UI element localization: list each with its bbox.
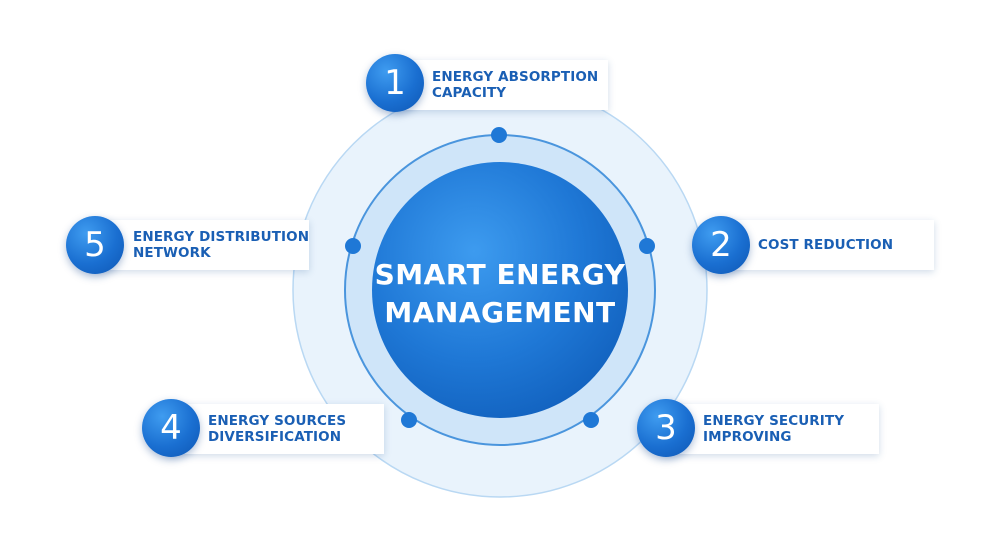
center-title-line2: MANAGEMENT	[384, 296, 616, 329]
item-2-label: COST REDUCTION	[718, 220, 934, 270]
item-3-label: ENERGY SECURITY IMPROVING	[663, 404, 879, 454]
item-1-badge: 1	[366, 54, 424, 112]
item-2-line1: COST REDUCTION	[758, 237, 894, 253]
item-1-line2: CAPACITY	[432, 85, 507, 101]
item-4-number: 4	[160, 408, 182, 448]
center-title: SMART ENERGY MANAGEMENT	[370, 256, 630, 332]
ring-dot-5	[345, 238, 361, 254]
item-3-number: 3	[655, 408, 677, 448]
ring-dot-1	[491, 127, 507, 143]
item-2-number: 2	[710, 225, 732, 265]
item-4-line1: ENERGY SOURCES	[208, 413, 347, 429]
center-title-line1: SMART ENERGY	[374, 258, 626, 291]
item-3-line1: ENERGY SECURITY	[703, 413, 845, 429]
ring-dot-3	[583, 412, 599, 428]
ring-dot-4	[401, 412, 417, 428]
item-1-number: 1	[384, 63, 406, 103]
item-5-number: 5	[84, 225, 106, 265]
item-4-badge: 4	[142, 399, 200, 457]
item-1-label: ENERGY ABSORPTION CAPACITY	[392, 60, 608, 110]
item-4-label: ENERGY SOURCES DIVERSIFICATION	[168, 404, 384, 454]
ring-dot-2	[639, 238, 655, 254]
item-3-line2: IMPROVING	[703, 429, 792, 445]
item-2-badge: 2	[692, 216, 750, 274]
item-5-label: ENERGY DISTRIBUTION NETWORK	[93, 220, 309, 270]
item-5-badge: 5	[66, 216, 124, 274]
item-5-line1: ENERGY DISTRIBUTION	[133, 229, 310, 245]
item-4-line2: DIVERSIFICATION	[208, 429, 342, 445]
item-5-line2: NETWORK	[133, 245, 211, 261]
item-3-badge: 3	[637, 399, 695, 457]
core-circle	[372, 162, 628, 418]
item-1-line1: ENERGY ABSORPTION	[432, 69, 599, 85]
